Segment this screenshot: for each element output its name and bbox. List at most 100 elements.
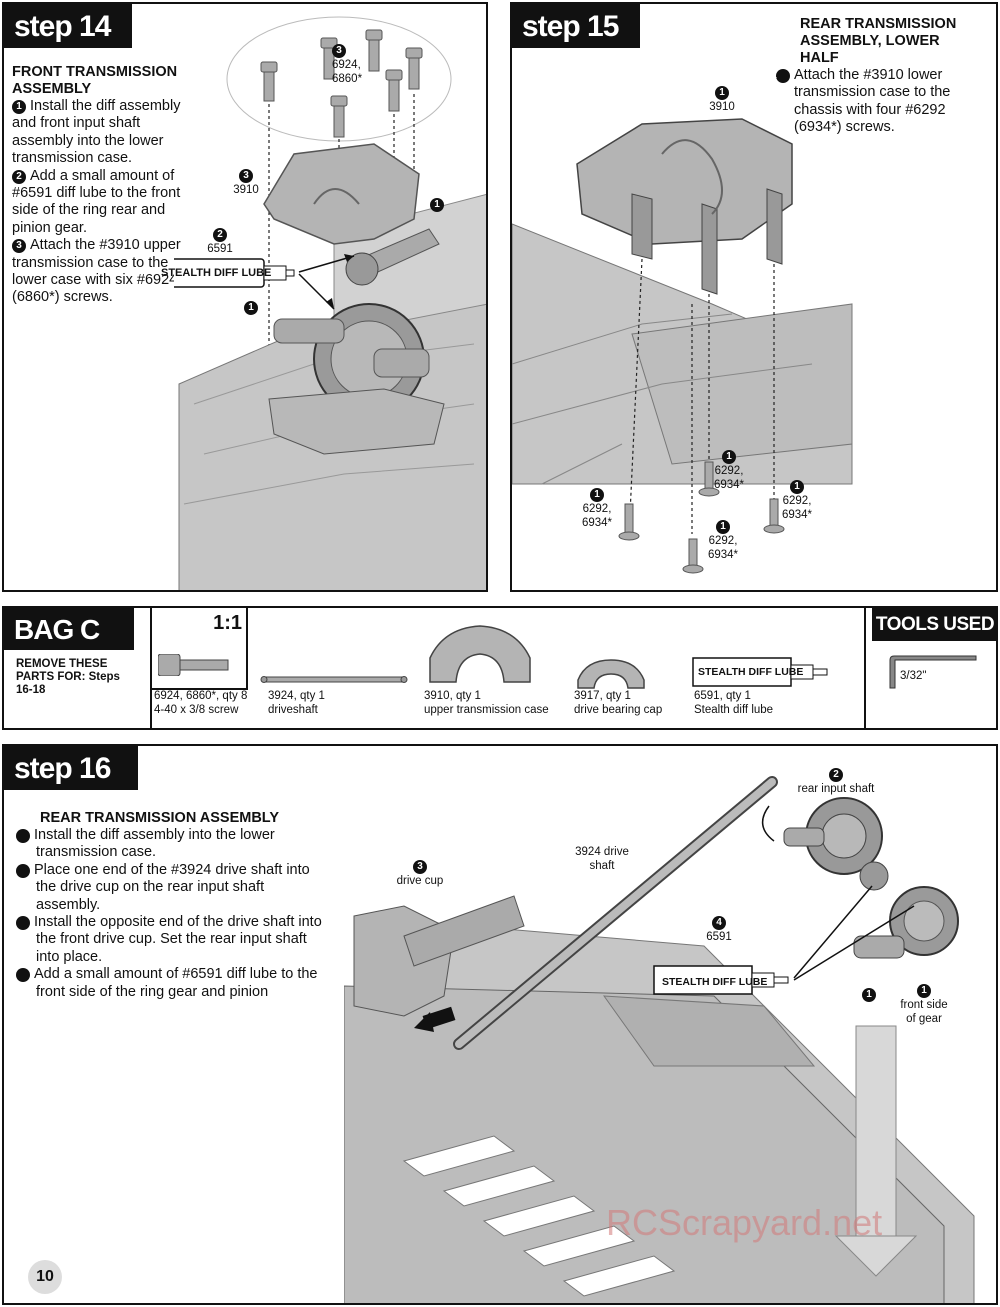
bag-lube-label: STEALTH DIFF LUBE <box>698 666 804 678</box>
step-15-text: REAR TRANSMISSION ASSEMBLY, LOWER HALF 1… <box>771 16 976 137</box>
step-15-callout-case: 1 3910 <box>704 86 740 115</box>
step-16-callout-drive-shaft: 3924 drive shaft <box>575 846 629 872</box>
step-16-title: REAR TRANSMISSION ASSEMBLY <box>40 810 280 826</box>
step-16-callout-diff-arrow: 1 <box>860 988 878 1003</box>
bag-part-4: 3917, qty 1 drive bearing cap <box>574 690 662 717</box>
number-badge: 1 <box>244 301 258 315</box>
step-14-tab: step 14 <box>4 4 132 48</box>
step-16-lube-label: STEALTH DIFF LUBE <box>662 976 768 988</box>
step-15-callout-screw-b: 1 6292, 6934* <box>704 450 754 492</box>
page-number: 10 <box>28 1260 62 1294</box>
part-line: 6591, qty 1 <box>694 690 751 702</box>
step-14-callout-diff: 1 <box>242 301 260 316</box>
upper-case-icon <box>429 625 531 683</box>
tool-label: 3/32" <box>900 670 927 682</box>
callout-text: 6591 <box>706 931 732 943</box>
step-16-callout-drive-cup: 3 drive cup <box>390 860 450 889</box>
step-14-title: FRONT TRANSMISSION ASSEMBLY <box>12 64 178 97</box>
tools-tab: TOOLS USED <box>872 608 996 641</box>
step-15-panel: step 15 REAR TRANSMISSION ASSEMBLY, LOWE… <box>510 2 998 592</box>
bag-c-panel: BAG C REMOVE THESE PARTS FOR: Steps 16-1… <box>2 606 998 730</box>
step-14-callout-lube: 2 6591 <box>200 228 240 257</box>
number-badge: 1 <box>715 86 729 100</box>
screw-icon <box>158 654 229 676</box>
step-14-callout-pinion: 1 <box>428 198 446 213</box>
number-badge: 2 <box>213 228 227 242</box>
bag-parts-area <box>150 608 866 728</box>
step-15-title: REAR TRANSMISSION ASSEMBLY, LOWER HALF <box>800 16 957 66</box>
step-16-panel: step 16 <box>2 744 998 1305</box>
step-15-callout-screw-c: 1 6292, 6934* <box>772 480 822 522</box>
part-line: 4-40 x 3/8 screw <box>154 703 239 716</box>
number-badge: 1 <box>430 198 444 212</box>
number-badge: 1 <box>590 488 604 502</box>
step-16-tab: step 16 <box>4 746 138 790</box>
callout-text: 6924, 6860* <box>332 59 363 85</box>
part-line: upper transmission case <box>424 703 549 716</box>
watermark: RCScrapyard.net <box>606 1202 883 1243</box>
callout-text: 6292, 6934* <box>713 465 745 491</box>
instruction-text: Add a small amount of #6591 diff lube to… <box>34 966 318 1000</box>
number-badge: 2 <box>829 768 843 782</box>
number-badge: 3 <box>12 239 26 254</box>
hex-wrench-icon <box>889 655 977 689</box>
bag-part-1: 6924, 6860*, qty 8 4-40 x 3/8 screw <box>154 690 247 717</box>
part-line: 3924, qty 1 <box>268 690 325 702</box>
part-line: 6924, 6860*, qty 8 <box>154 690 248 702</box>
step-16-instruction-4: 4 Add a small amount of #6591 diff lube t… <box>10 966 330 1001</box>
number-badge: 4 <box>712 916 726 930</box>
step-16-callout-front-side: 1 front side of gear <box>894 984 954 1026</box>
step-14-illustration <box>174 16 486 590</box>
instruction-text: Add a small amount of #6591 diff lube to… <box>12 167 181 236</box>
bag-remove-label: REMOVE THESE PARTS FOR: Steps 16-18 <box>16 658 120 696</box>
step-15-callout-screw-a: 1 6292, 6934* <box>572 488 622 530</box>
callout-text: 6292, 6934* <box>781 495 813 521</box>
callout-text: 3910 <box>233 184 259 196</box>
part-line: 3917, qty 1 <box>574 690 631 702</box>
callout-text: drive cup <box>396 875 444 887</box>
number-badge: 1 <box>771 69 790 83</box>
bag-part-3: 3910, qty 1 upper transmission case <box>424 690 549 717</box>
part-line: Stealth diff lube <box>694 703 774 716</box>
step-15-tab: step 15 <box>512 4 640 48</box>
number-badge: 1 <box>790 480 804 494</box>
number-badge: 1 <box>716 520 730 534</box>
instruction-text: Attach the #3910 upper transmission case… <box>12 237 181 306</box>
step-16-callout-rear-input: 2 rear input shaft <box>790 768 882 797</box>
number-badge: 4 <box>10 968 30 983</box>
bag-part-5: 6591, qty 1 Stealth diff lube <box>694 690 773 717</box>
lube-tube-icon <box>692 657 828 687</box>
scale-box: 1:1 <box>150 608 248 690</box>
number-badge: 1 <box>722 450 736 464</box>
number-badge: 1 <box>862 988 876 1002</box>
bearing-cap-icon <box>577 659 645 689</box>
number-badge: 2 <box>12 169 26 184</box>
number-badge: 3 <box>10 916 30 931</box>
part-line: driveshaft <box>268 703 318 716</box>
callout-text: front side of gear <box>900 999 948 1025</box>
step-14-callout-case: 3 3910 <box>226 169 266 198</box>
step-14-callout-screws: 3 6924, 6860* <box>332 44 382 86</box>
driveshaft-icon <box>260 676 408 683</box>
callout-text: 6591 <box>207 243 233 255</box>
callout-text: 6292, 6934* <box>581 503 613 529</box>
callout-text: rear input shaft <box>797 783 875 795</box>
step-15-callout-screw-d: 1 6292, 6934* <box>698 520 748 562</box>
number-badge: 3 <box>413 860 427 874</box>
lube-label-overlay: STEALTH DIFF LUBE <box>161 267 272 279</box>
number-badge: 2 <box>10 863 30 878</box>
callout-text: 6292, 6934* <box>707 535 739 561</box>
number-badge: 3 <box>332 44 346 58</box>
bag-part-2: 3924, qty 1 driveshaft <box>268 690 325 717</box>
callout-text: 3910 <box>709 101 735 113</box>
step-15-illustration <box>512 118 853 574</box>
step-16-illustration <box>344 776 975 1303</box>
